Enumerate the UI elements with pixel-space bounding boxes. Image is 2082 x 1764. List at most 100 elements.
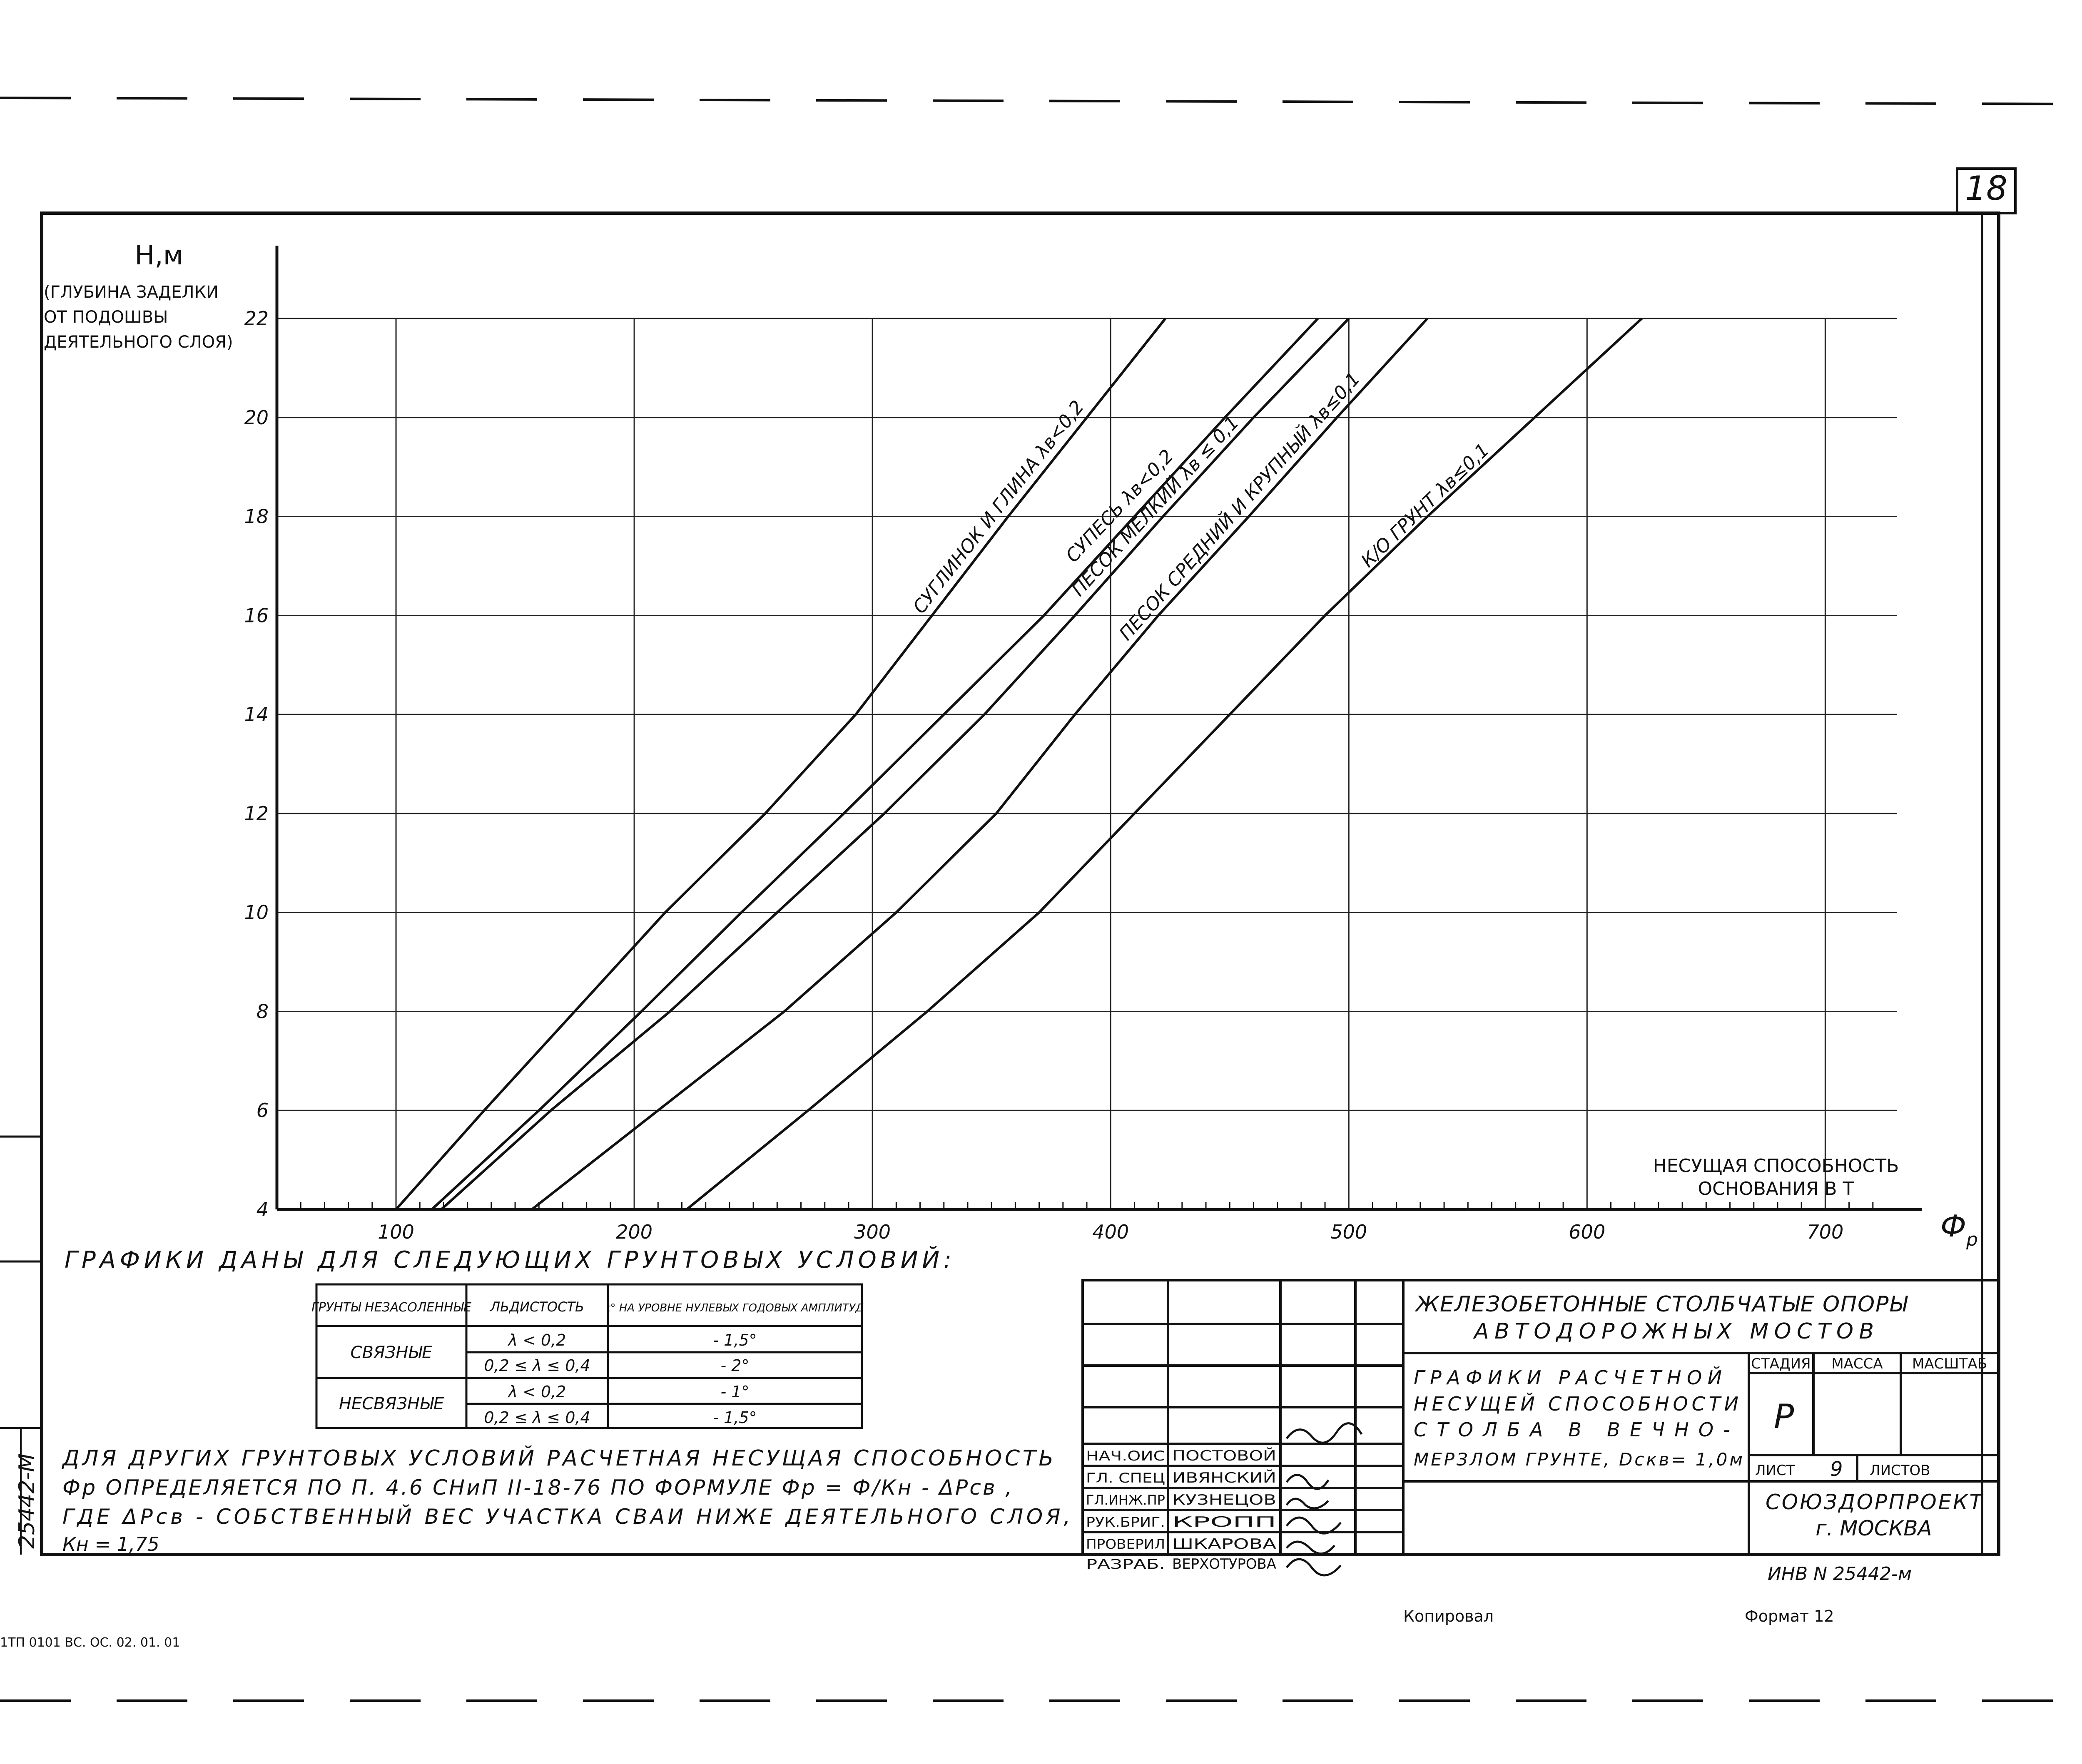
x-axis-label: НЕСУЩАЯ СПОСОБНОСТЬ ОСНОВАНИЯ В Т Фр [1653,1155,1978,1250]
staff-name-1: ПОСТОВОЙ [1172,1447,1276,1464]
sheet-title-line-2: НЕСУЩЕЙ СПОСОБНОСТИ [1414,1393,1738,1415]
y-tick-label-18: 18 [244,505,269,528]
staff-name-6: ВЕРХОТУРОВА [1172,1556,1276,1572]
y-axis-caption-line-2: ОТ ПОДОШВЫ [44,308,168,327]
signature-2 [1285,1474,1330,1490]
x-tick-label-100: 100 [378,1221,414,1243]
signature-6 [1286,1558,1342,1577]
title-block: ЖЕЛЕЗОБЕТОННЫЕ СТОЛБЧАТЫЕ ОПОРЫ АВТОДОРО… [1081,1279,2000,1577]
x-axis-caption-line-1: НЕСУЩАЯ СПОСОБНОСТЬ [1653,1155,1899,1177]
tick-labels: 100 200 300 400 500 600 700 4 6 8 10 12 14 16 18 20 22 [244,307,1843,1243]
series-label-1: СУГЛИНОК И ГЛИНА λв<0,2 [909,396,1088,617]
y-tick-label-10: 10 [244,901,269,924]
conditions-soil-cohesive: СВЯЗНЫЕ [351,1343,433,1362]
y-tick-label-6: 6 [257,1099,269,1122]
sheet-title-line-4: МЕРЗЛОМ ГРУНТЕ, Dскв= 1,0м [1414,1449,1743,1470]
mass-header: МАССА [1831,1356,1883,1372]
conditions-soil-noncohesive: НЕСВЯЗНЫЕ [339,1394,444,1413]
series-label-3: ПЕСОК МЕЛКИЙ λв ≤ 0,1 [1067,411,1243,600]
note: ДЛЯ ДРУГИХ ГРУНТОВЫХ УСЛОВИЙ РАСЧЕТНАЯ Н… [62,1446,1070,1555]
x-tick-label-600: 600 [1569,1221,1605,1243]
series-line-2 [431,317,1319,1211]
chart: 100 200 300 400 500 600 700 4 6 8 10 12 14 16 18 20 22 С… [244,246,1922,1243]
series-line-1 [395,318,1167,1210]
sheet-title-line-1: ГРАФИКИ РАСЧЕТНОЙ [1414,1366,1722,1389]
y-axis-caption-line-1: (ГЛУБИНА ЗАДЕЛКИ [44,283,219,302]
conditions-temp-3: - 1° [721,1383,750,1401]
org-name: СОЮЗДОРПРОЕКТ [1766,1490,1983,1514]
y-tick-label-12: 12 [244,802,269,825]
note-line-2: Фр ОПРЕДЕЛЯЕТСЯ ПО П. 4.6 СНиП II-18-76 … [62,1475,1012,1500]
x-tick-label-300: 300 [854,1221,891,1243]
footer-doc-code: 1ТП 0101 ВС. ОС. 02. 01. 01 [0,1635,180,1650]
y-tick-label-8: 8 [257,1000,269,1023]
staff-name-3: КУЗНЕЦОВ [1172,1492,1276,1508]
sheet-number: 18 [1965,169,2007,208]
sheet-title-line-3: СТОЛБА В ВЕЧНО- [1414,1418,1730,1441]
staff-role-4: РУК.БРИГ. [1086,1514,1165,1530]
y-tick-label-20: 20 [244,406,269,429]
conditions-ice-4: 0,2 ≤ λ ≤ 0,4 [484,1408,590,1427]
conditions-header-soil: ГРУНТЫ НЕЗАСОЛЕННЫЕ [311,1300,471,1315]
y-tick-label-16: 16 [244,604,269,627]
note-line-1: ДЛЯ ДРУГИХ ГРУНТОВЫХ УСЛОВИЙ РАСЧЕТНАЯ Н… [62,1446,1053,1471]
conditions-temp-2: - 2° [721,1356,750,1375]
x-tick-label-400: 400 [1092,1221,1129,1243]
signature-4 [1286,1516,1342,1535]
conditions-header-temp: t° НА УРОВНЕ НУЛЕВЫХ ГОДОВЫХ АМПЛИТУД [606,1302,864,1314]
note-line-3: ГДЕ ΔPсв - СОБСТВЕННЫЙ ВЕС УЧАСТКА СВАИ … [62,1504,1070,1529]
x-axis-symbol-sub: р [1966,1229,1978,1250]
series-label-5: К/О ГРУНТ λв≤0,1 [1357,439,1494,572]
signature-5 [1286,1540,1335,1555]
project-title-line-1: ЖЕЛЕЗОБЕТОННЫЕ СТОЛБЧАТЫЕ ОПОРЫ [1415,1292,1908,1317]
staff-role-6: РАЗРАБ. [1086,1556,1165,1572]
stage-header: СТАДИЯ [1751,1356,1811,1372]
x-tick-label-700: 700 [1807,1221,1843,1243]
signatures [1285,1422,1363,1577]
y-tick-label-14: 14 [244,703,269,726]
note-line-4: Кн = 1,75 [62,1533,159,1555]
y-axis-label: H,м (ГЛУБИНА ЗАДЕЛКИ ОТ ПОДОШВЫ ДЕЯТЕЛЬН… [44,240,233,352]
conditions-ice-2: 0,2 ≤ λ ≤ 0,4 [484,1356,590,1375]
side-stamp: 25442-М [15,1453,40,1549]
staff-name-5: ШКАРОВА [1172,1536,1276,1553]
staff-role-5: ПРОВЕРИЛ [1086,1536,1165,1552]
scale-header: МАСШТАБ [1912,1356,1987,1372]
footer-copied: Копировал [1403,1607,1494,1625]
conditions-title: ГРАФИКИ ДАНЫ ДЛЯ СЛЕДУЮЩИХ ГРУНТОВЫХ УСЛ… [65,1246,951,1274]
drawing-frame [0,167,2017,1556]
conditions-temp-1: - 1,5° [713,1331,757,1349]
axes [275,246,1922,1211]
series-line-4 [531,317,1429,1211]
inventory-number: ИНВ N 25442-м [1768,1563,1912,1585]
x-axis-symbol-main: Ф [1940,1209,1966,1244]
x-axis-symbol: Фр [1940,1209,1978,1250]
footer-format: Формат 12 [1745,1607,1834,1625]
project-title-line-2: АВТОДОРОЖНЫХ МОСТОВ [1473,1319,1874,1344]
staff-name-4: КРОПП [1172,1514,1276,1530]
signature-1 [1286,1422,1363,1444]
y-axis-caption-line-3: ДЕЯТЕЛЬНОГО СЛОЯ) [44,333,233,352]
y-axis-symbol: H,м [134,240,183,271]
y-tick-label-4: 4 [257,1198,269,1221]
staff-role-2: ГЛ. СПЕЦ [1086,1470,1165,1486]
title-block-lines [1081,1279,2000,1556]
y-tick-label-22: 22 [244,307,269,330]
sheet-value: 9 [1830,1458,1843,1481]
grid-lines [277,318,1897,1210]
conditions-temp-4: - 1,5° [713,1408,757,1427]
conditions-table [315,1283,863,1429]
conditions-ice-1: λ < 0,2 [508,1331,566,1349]
conditions-ice-3: λ < 0,2 [508,1383,566,1401]
conditions-header-ice: ЛЬДИСТОСТЬ [490,1299,584,1315]
sheets-label: ЛИСТОВ [1870,1462,1930,1479]
x-tick-label-500: 500 [1330,1221,1367,1243]
stage-value: Р [1774,1397,1794,1436]
signature-3 [1285,1498,1329,1510]
series-line-3 [440,317,1350,1211]
x-tick-label-200: 200 [616,1221,652,1243]
org-city: г. МОСКВА [1816,1516,1932,1540]
x-axis-caption-line-2: ОСНОВАНИЯ В Т [1698,1178,1854,1199]
